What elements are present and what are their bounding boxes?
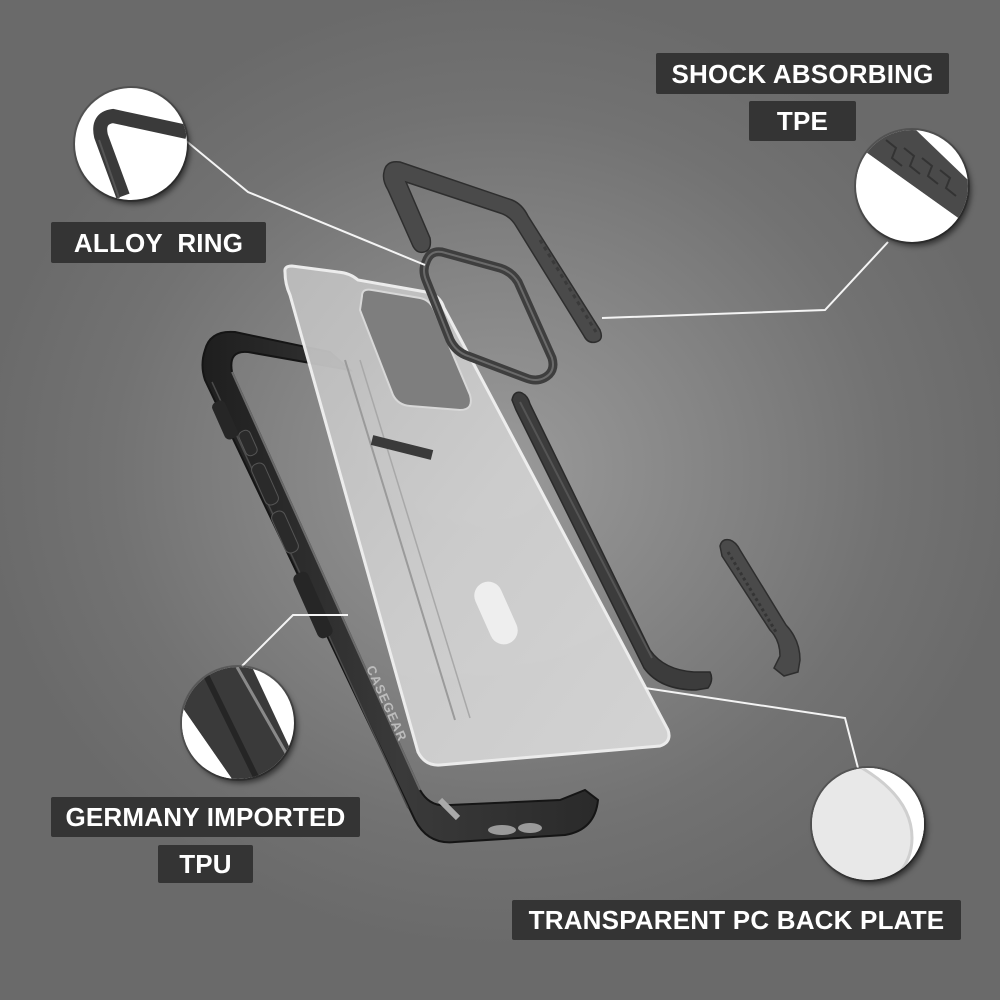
- leader-line-shock-tpe: [601, 241, 889, 319]
- pc-back-plate-label-text: TRANSPARENT PC BACK PLATE: [528, 905, 945, 935]
- leader-line-alloy-ring: [184, 139, 426, 266]
- tpe-top-corner-bumper: [382, 160, 603, 344]
- germany-imported-label: GERMANY IMPORTED: [51, 797, 360, 837]
- shock-absorbing-label: SHOCK ABSORBING: [656, 53, 949, 94]
- tpe-bottom-corner-bumper: [719, 538, 801, 677]
- tpu-detail-circle: [182, 667, 294, 779]
- tpu-frame-edge-icon: [182, 667, 294, 779]
- pc-plate-detail-circle: [812, 768, 924, 880]
- tpe-side-bumper: [511, 391, 713, 691]
- tpu-label: TPU: [158, 845, 253, 883]
- leader-line-pc-plate: [644, 687, 859, 769]
- tpu-frame: [201, 330, 600, 844]
- tpe-detail-circle: [856, 130, 968, 242]
- pc-back-plate: [283, 264, 671, 767]
- tpe-label: TPE: [749, 101, 856, 141]
- leader-line-tpu: [241, 614, 348, 667]
- alloy-ring: [419, 247, 558, 385]
- alloy-ring-label: ALLOY RING: [51, 222, 266, 263]
- germany-imported-label-text: GERMANY IMPORTED: [65, 802, 346, 832]
- tpe-texture-icon: [856, 130, 968, 242]
- shock-absorbing-label-text: SHOCK ABSORBING: [671, 58, 934, 89]
- pc-back-plate-label: TRANSPARENT PC BACK PLATE: [512, 900, 961, 940]
- alloy-ring-detail-circle: [75, 88, 187, 200]
- tpu-label-text: TPU: [179, 849, 232, 879]
- leader-lines: [184, 139, 889, 769]
- tpe-label-text: TPE: [776, 106, 829, 136]
- pc-plate-corner-icon: [812, 768, 924, 880]
- alloy-ring-label-text: ALLOY RING: [73, 227, 244, 258]
- alloy-ring-corner-icon: [93, 108, 187, 199]
